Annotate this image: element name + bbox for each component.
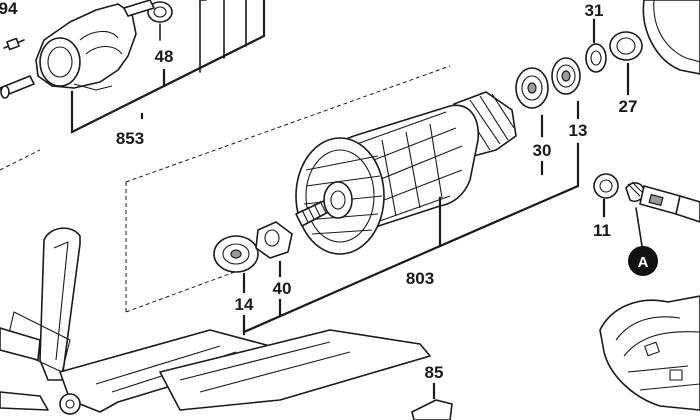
label-13: 13 (569, 121, 588, 140)
label-85: 85 (425, 363, 444, 382)
label-31: 31 (585, 1, 604, 20)
armature-drawing (295, 91, 517, 255)
bearing-30-drawing (515, 67, 549, 109)
label-48: 48 (155, 47, 174, 66)
washer-31-drawing (585, 43, 607, 73)
bearing-13-drawing (551, 57, 581, 95)
label-11: 11 (593, 221, 611, 240)
bracket-853 (70, 0, 266, 134)
base-plate-drawing (0, 227, 431, 415)
bearing-27-drawing (609, 31, 643, 61)
label-14: 14 (235, 295, 254, 314)
motor-housing-drawing (642, 0, 700, 75)
bracket-30-13 (438, 142, 580, 248)
label-30: 30 (533, 141, 552, 160)
callout-a-letter: A (638, 254, 649, 271)
label-40: 40 (273, 279, 292, 298)
blade-guard-drawing (599, 295, 700, 411)
callout-a-circle (628, 246, 658, 276)
assembly-frame (125, 65, 451, 313)
label-853: 853 (116, 129, 144, 148)
callout-a: A (628, 207, 658, 276)
nut-40-drawing (255, 221, 293, 259)
label-27: 27 (619, 97, 638, 116)
brush-assembly-drawing (593, 173, 700, 223)
label-803: 803 (406, 269, 434, 288)
gear-housing-drawing (0, 0, 265, 99)
label-94: 94 (0, 0, 18, 18)
clamp-85-drawing (411, 399, 453, 420)
bearing-14-drawing (213, 235, 259, 273)
